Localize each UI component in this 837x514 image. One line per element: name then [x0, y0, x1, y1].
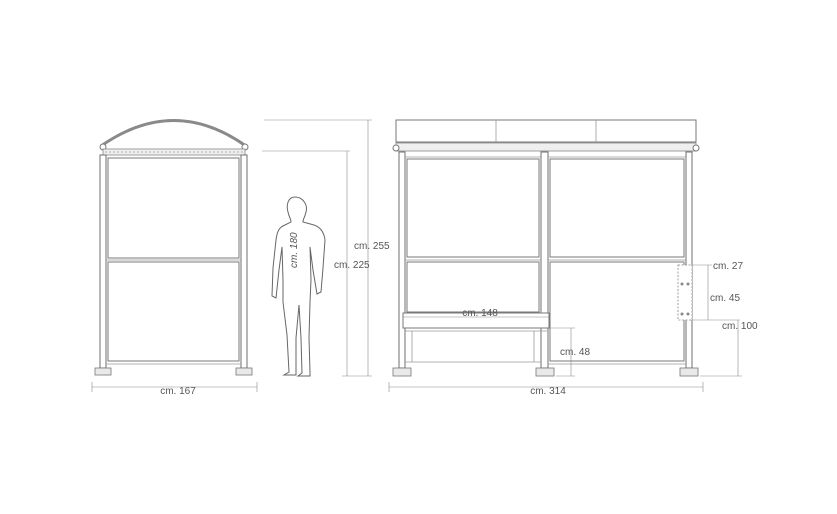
- front-right-upper-panel: [549, 158, 685, 258]
- side-upper-panel: [107, 157, 240, 259]
- front-middle-base: [535, 367, 555, 377]
- front-roof-right-knob: [692, 144, 700, 152]
- front-left-upper-panel: [406, 158, 540, 258]
- side-roof-arch: [100, 119, 247, 148]
- side-right-post: [240, 154, 248, 369]
- side-left-post: [99, 154, 107, 369]
- side-lower-panel: [107, 261, 240, 362]
- dim-bin-height: cm. 45: [710, 293, 740, 304]
- front-left-lower-panel: [406, 261, 540, 313]
- front-left-post: [398, 151, 406, 369]
- front-view: cm. 314 cm. 148 cm. 48 cm. 27 cm. 45 cm.…: [388, 119, 758, 397]
- front-right-lower-panel: [549, 261, 685, 362]
- front-right-base: [679, 367, 699, 377]
- side-right-base: [235, 367, 253, 376]
- front-left-base: [392, 367, 412, 377]
- front-middle-post: [540, 151, 549, 369]
- dim-height-total: cm. 255: [354, 241, 390, 252]
- dim-bin-from-ground: cm. 100: [722, 321, 758, 332]
- side-left-base: [94, 367, 112, 376]
- person-figure: cm. 180: [271, 196, 326, 377]
- dim-height-inner: cm. 225: [334, 260, 370, 271]
- front-roof-beam: [395, 142, 697, 152]
- dim-width-side: cm. 167: [160, 386, 196, 397]
- front-roof-fascia: [395, 119, 697, 143]
- front-right-post: [685, 151, 693, 369]
- front-roof-left-knob: [392, 144, 400, 152]
- side-view: cm. 167: [91, 119, 258, 397]
- dim-person-height: cm. 180: [289, 232, 300, 268]
- dim-bin-top: cm. 27: [713, 261, 743, 272]
- front-waste-bin: [677, 264, 693, 321]
- dim-bench-width: cm. 148: [462, 308, 498, 319]
- dim-bench-height: cm. 48: [560, 347, 590, 358]
- height-dimensions: cm. 255 cm. 225: [262, 119, 390, 377]
- dim-width-front: cm. 314: [530, 386, 566, 397]
